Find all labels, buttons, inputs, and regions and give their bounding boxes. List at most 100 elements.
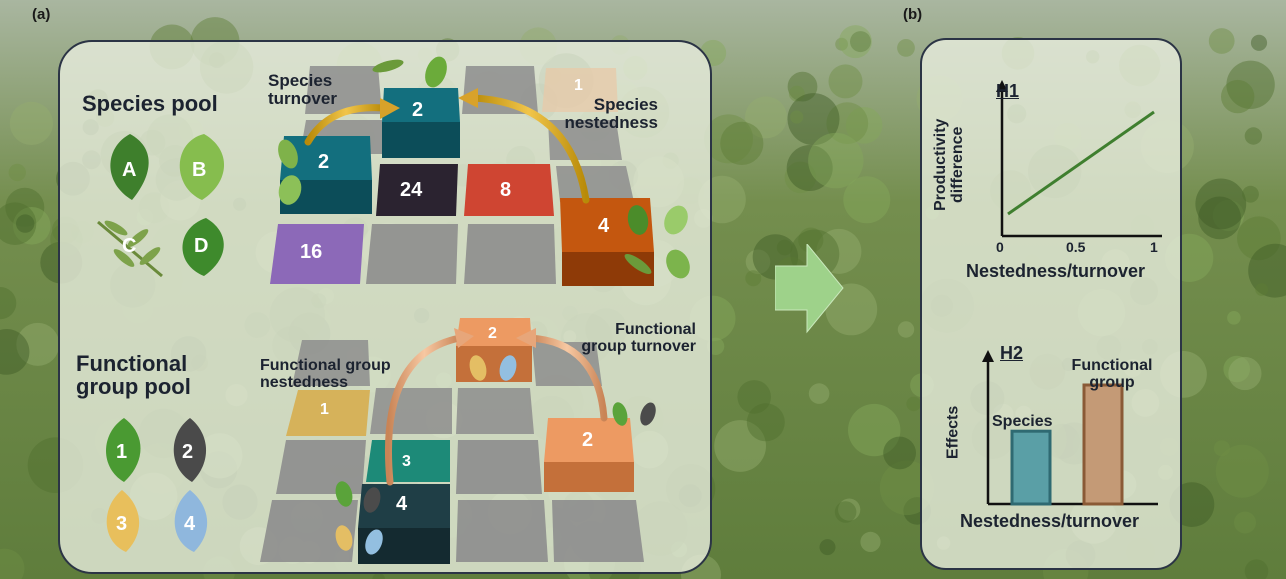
tree-canopy-blob (745, 249, 771, 275)
species-cell-1: 1 (574, 77, 583, 94)
tree-canopy-blob (790, 110, 804, 124)
tree-canopy-blob (0, 329, 30, 375)
tree-canopy-blob (1215, 444, 1269, 498)
tree-canopy-blob (838, 498, 861, 521)
species-cell-16: 16 (300, 241, 323, 263)
h1-axes (996, 80, 1162, 238)
leaf-icon-1 (106, 418, 141, 482)
leaf-icon (469, 355, 487, 381)
leaf-icon (624, 253, 652, 275)
species-leaf-c-label: C (122, 235, 137, 257)
tree-canopy-blob (808, 383, 830, 404)
tree-canopy-blob (787, 71, 818, 102)
tree-canopy-blob (1227, 311, 1241, 325)
leaf-icon (335, 481, 353, 507)
h2-bar-1 (1082, 383, 1124, 506)
leaf-icon (335, 525, 353, 551)
functional-turnover-arrowhead (516, 328, 536, 348)
functional-nestedness-arrow (384, 334, 464, 486)
tree-canopy-blob (13, 207, 51, 245)
leaf-icon-3 (106, 490, 140, 552)
species-leaf-b-label: B (192, 159, 207, 181)
tree-canopy-blob (848, 403, 901, 457)
tree-canopy-blob (1221, 79, 1255, 114)
leaf-icon (499, 355, 517, 381)
panel-a-label: (a) (32, 6, 51, 23)
tree-canopy-blob (746, 403, 785, 442)
species-cell-4: 4 (598, 215, 610, 237)
tree-canopy-blob (897, 321, 915, 338)
leaf-icon (612, 402, 628, 426)
leaf-icon (664, 205, 688, 235)
species-turnover-label: Species turnover (268, 71, 337, 108)
species-cell-24: 24 (400, 179, 423, 201)
tree-canopy-blob (0, 202, 37, 245)
cell-tile-2-top (382, 88, 460, 122)
leaf-icon (627, 205, 649, 235)
h2-bar-0 (1010, 429, 1052, 506)
tree-canopy-blob (1226, 60, 1275, 109)
species-turnover-arrow (304, 104, 388, 146)
functional-cell-3: 3 (402, 453, 411, 470)
h1-trend-line (1007, 110, 1155, 216)
tree-canopy-blob (897, 39, 915, 57)
functional-pool-title: Functional group pool (76, 351, 191, 400)
tree-canopy-blob (1234, 511, 1256, 534)
functional-turnover-arrow (526, 334, 608, 422)
fcell-tile-2-right (544, 418, 634, 462)
cell-tile-2-left-side (280, 180, 372, 214)
h1-tick-0-5: 0.5 (1066, 239, 1086, 255)
tree-canopy-blob (1250, 34, 1268, 51)
species-leaf-d-label: D (194, 235, 209, 257)
grid-tile (556, 166, 634, 202)
tree-canopy-blob (825, 283, 878, 336)
leaf-icon (425, 56, 447, 88)
leaf-icon (666, 249, 690, 279)
leaf-icon-c (97, 220, 163, 278)
tile-leaves (278, 56, 690, 555)
grid-tile (260, 500, 358, 562)
tree-canopy-blob (720, 121, 764, 165)
species-nestedness-label: Species nestedness (564, 95, 658, 132)
fcell-tile-2-right-side (544, 462, 634, 492)
cell-tile-2-left (280, 136, 372, 180)
functional-grid (260, 340, 644, 562)
tree-canopy-blob (1255, 283, 1269, 296)
tree-canopy-blob (1244, 559, 1269, 579)
species-cells (270, 68, 654, 286)
grid-tile (366, 224, 458, 284)
tree-canopy-blob (704, 114, 753, 164)
functional-pool-leaves (106, 418, 208, 552)
species-leaf-a-label: A (122, 159, 137, 181)
panel-b-graphics (982, 80, 1162, 506)
tree-canopy-blob (714, 420, 766, 472)
grid-tile (292, 340, 370, 386)
leaf-icon (372, 59, 404, 73)
functional-leaf-1-label: 1 (116, 441, 128, 463)
tree-canopy-blob (1213, 440, 1230, 457)
grid-tile (370, 388, 452, 434)
leaf-icon-b (179, 134, 225, 200)
leaf-icon-a (110, 134, 149, 200)
tree-canopy-blob (860, 531, 881, 553)
tree-canopy-blob (372, 572, 385, 579)
tree-canopy-blob (838, 25, 872, 59)
h2-ylabel: Effects (944, 405, 962, 460)
species-nestedness-arrowhead (458, 88, 478, 108)
h1-ylabel: Productivity difference (932, 118, 966, 212)
functional-cell-1: 1 (320, 401, 329, 418)
grid-tile (305, 66, 382, 114)
functional-cell-2-right: 2 (582, 429, 594, 451)
species-pool-title: Species pool (82, 91, 218, 116)
panel-b: H1 Productivity difference 0 0.5 1 Neste… (920, 38, 1182, 570)
fcell-tile-1 (286, 390, 370, 436)
fcell-tile-4 (358, 484, 450, 528)
leaf-icon (640, 402, 656, 426)
panel-a-graphics (97, 56, 690, 564)
h2-xlabel: Nestedness/turnover (960, 511, 1140, 531)
leaf-icon-c-leaflet (127, 229, 149, 247)
grid-tile (456, 440, 542, 494)
tree-canopy-blob (845, 107, 883, 144)
grid-tile (456, 500, 548, 562)
grid-tile (464, 224, 556, 284)
